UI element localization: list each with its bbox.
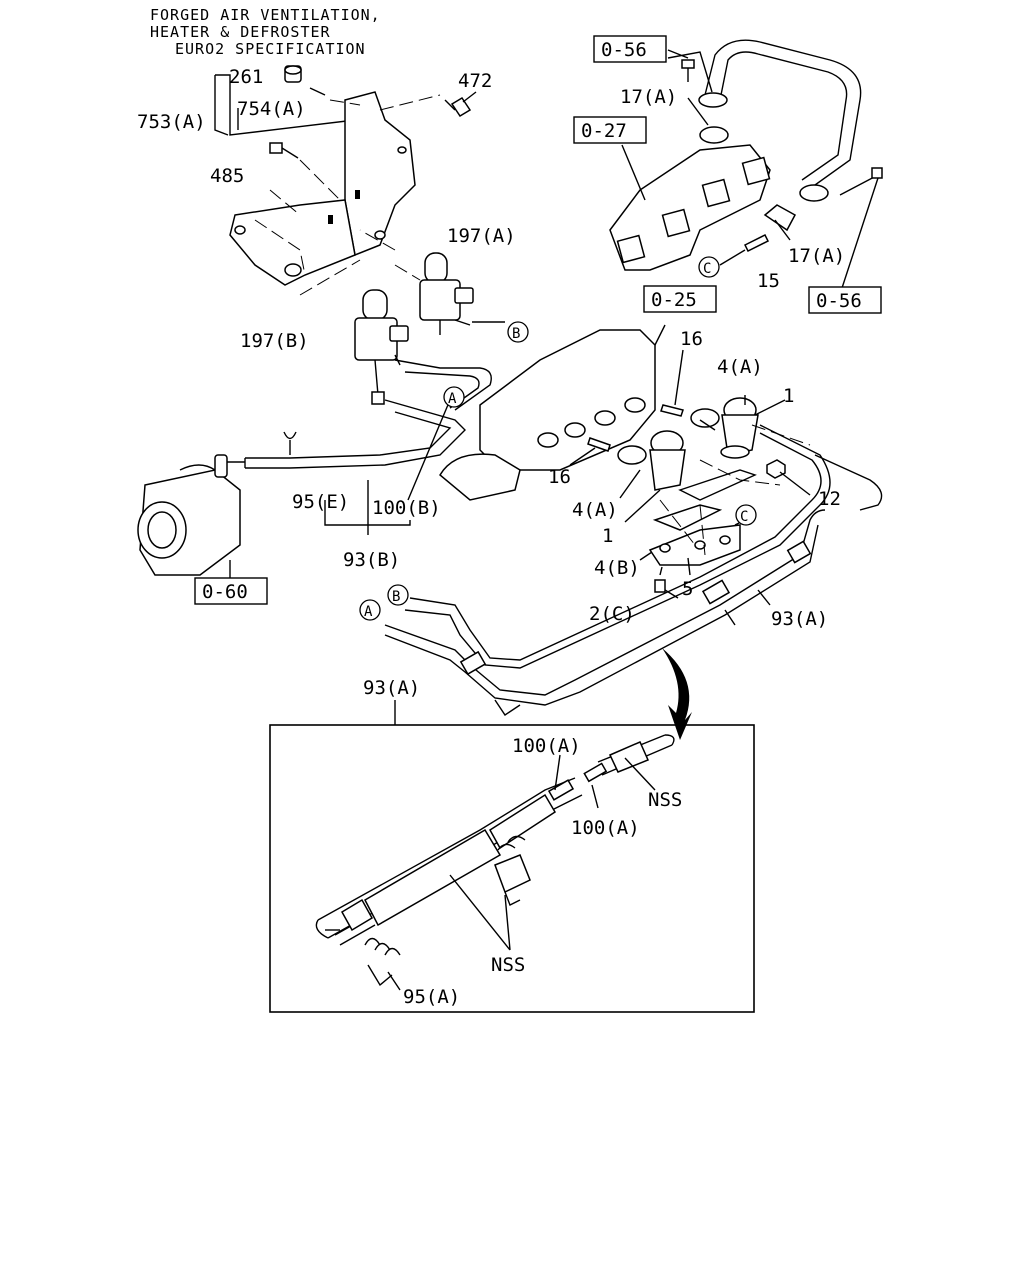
ref-0-25: 0-25 <box>651 289 697 311</box>
solenoid-valve-a <box>419 252 505 335</box>
ref-0-27: 0-27 <box>581 120 627 142</box>
label-15: 15 <box>757 270 780 292</box>
bracket-assembly <box>214 65 477 301</box>
label-16-top: 16 <box>680 328 703 350</box>
part-labels: 261 754(A) 753(A) 472 485 197(A) 197(B) … <box>137 66 845 1008</box>
label-nss-bottom: NSS <box>491 954 525 976</box>
hose-assembly-93a <box>384 424 883 725</box>
detail-box <box>269 724 755 1013</box>
label-4b: 4(B) <box>594 557 640 579</box>
ref-0-56-right: 0-56 <box>816 290 862 312</box>
label-100b: 100(B) <box>372 497 441 519</box>
label-100a-bottom: 100(A) <box>571 817 640 839</box>
label-753a: 753(A) <box>137 111 206 133</box>
label-12: 12 <box>818 488 841 510</box>
marker-b-upper: B <box>512 326 520 342</box>
marker-a-upper: A <box>448 391 457 407</box>
detail-arrow <box>662 648 692 740</box>
exhaust-manifold <box>609 39 883 289</box>
circled-markers: B A A B C C <box>359 256 757 621</box>
label-5: 5 <box>682 578 693 600</box>
label-472: 472 <box>458 70 492 92</box>
diagram-title: FORGED AIR VENTILATION, HEATER & DEFROST… <box>150 6 381 58</box>
vacuum-pump <box>137 454 245 580</box>
marker-c-upper: C <box>703 261 711 277</box>
label-1-mid: 1 <box>602 525 613 547</box>
title-line-2: HEATER & DEFROSTER <box>150 23 331 41</box>
label-16-mid: 16 <box>548 466 571 488</box>
hose-routing-left <box>244 359 492 535</box>
label-197a: 197(A) <box>447 225 516 247</box>
label-197b: 197(B) <box>240 330 309 352</box>
label-95e: 95(E) <box>292 491 349 513</box>
ref-0-60: 0-60 <box>202 581 248 603</box>
ref-0-56-top: 0-56 <box>601 39 647 61</box>
title-line-1: FORGED AIR VENTILATION, <box>150 6 381 24</box>
label-1-top: 1 <box>783 385 794 407</box>
marker-b-lower: B <box>392 589 400 605</box>
marker-c-lower: C <box>740 509 748 525</box>
label-95a: 95(A) <box>403 986 460 1008</box>
label-93a-detail: 93(A) <box>363 677 420 699</box>
label-485: 485 <box>210 165 244 187</box>
egr-valve-cluster <box>617 395 811 599</box>
label-261: 261 <box>229 66 263 88</box>
boxed-references: 0-56 0-27 0-56 0-25 0-60 <box>194 35 882 605</box>
label-nss-top: NSS <box>648 789 682 811</box>
intake-manifold <box>439 324 684 501</box>
label-93b: 93(B) <box>343 549 400 571</box>
solenoid-valve-b <box>354 289 409 405</box>
label-4a-mid: 4(A) <box>572 499 618 521</box>
label-17a-top: 17(A) <box>620 86 677 108</box>
label-2c: 2(C) <box>589 603 635 625</box>
label-93a-right: 93(A) <box>771 608 828 630</box>
title-line-3: EURO2 SPECIFICATION <box>175 40 366 58</box>
label-100a-top: 100(A) <box>512 735 581 757</box>
label-4a-top: 4(A) <box>717 356 763 378</box>
marker-a-lower: A <box>364 604 373 620</box>
label-754a: 754(A) <box>237 98 306 120</box>
label-17a-right: 17(A) <box>788 245 845 267</box>
